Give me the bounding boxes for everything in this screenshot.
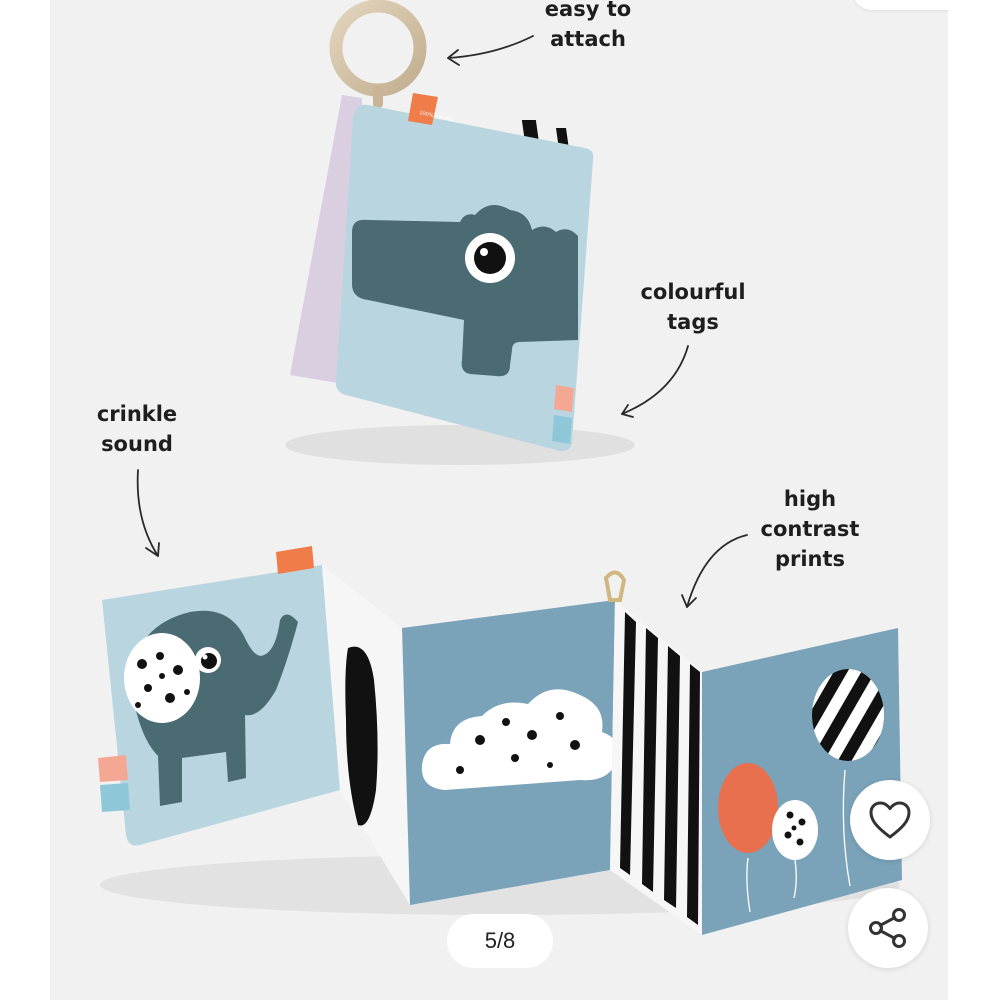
- arrow-crinkle: [136, 469, 160, 557]
- unfolded-book: [98, 546, 902, 935]
- product-image-viewer[interactable]: 100% friendly: [50, 0, 948, 1000]
- wooden-ring: [329, 0, 427, 97]
- callout-colourful-tags: colourful tags: [640, 280, 746, 334]
- tag-pink: [554, 385, 574, 412]
- callout-crinkle-sound: crinkle sound: [96, 402, 178, 456]
- tag-pink-bottom: [98, 755, 128, 782]
- arrow-tags: [621, 345, 689, 418]
- arrow-contrast: [681, 534, 748, 608]
- crocodile-illustration: [352, 205, 578, 377]
- share-button[interactable]: [848, 888, 928, 968]
- heart-icon: [869, 801, 911, 839]
- cloud-illustration: [421, 689, 619, 790]
- callout-easy-to-attach: easy to attach: [544, 0, 632, 51]
- small-ring: [603, 570, 627, 602]
- favorite-button[interactable]: [850, 780, 930, 860]
- gallery-counter-text: 5/8: [484, 928, 516, 953]
- arrow-attach: [447, 35, 534, 66]
- brand-tag: [408, 93, 438, 125]
- top-overlay-pill: [852, 0, 948, 10]
- tag-blue-bottom: [100, 783, 130, 812]
- product-photo: 100% friendly: [98, 0, 902, 935]
- tag-blue: [552, 415, 572, 444]
- gallery-counter: 5/8: [447, 914, 553, 968]
- brand-tag-bottom: [276, 546, 314, 574]
- closed-book: 100% friendly: [285, 0, 635, 465]
- share-icon: [869, 908, 906, 948]
- elephant-illustration: [124, 610, 298, 806]
- callout-high-contrast-prints: high contrast prints: [760, 487, 860, 571]
